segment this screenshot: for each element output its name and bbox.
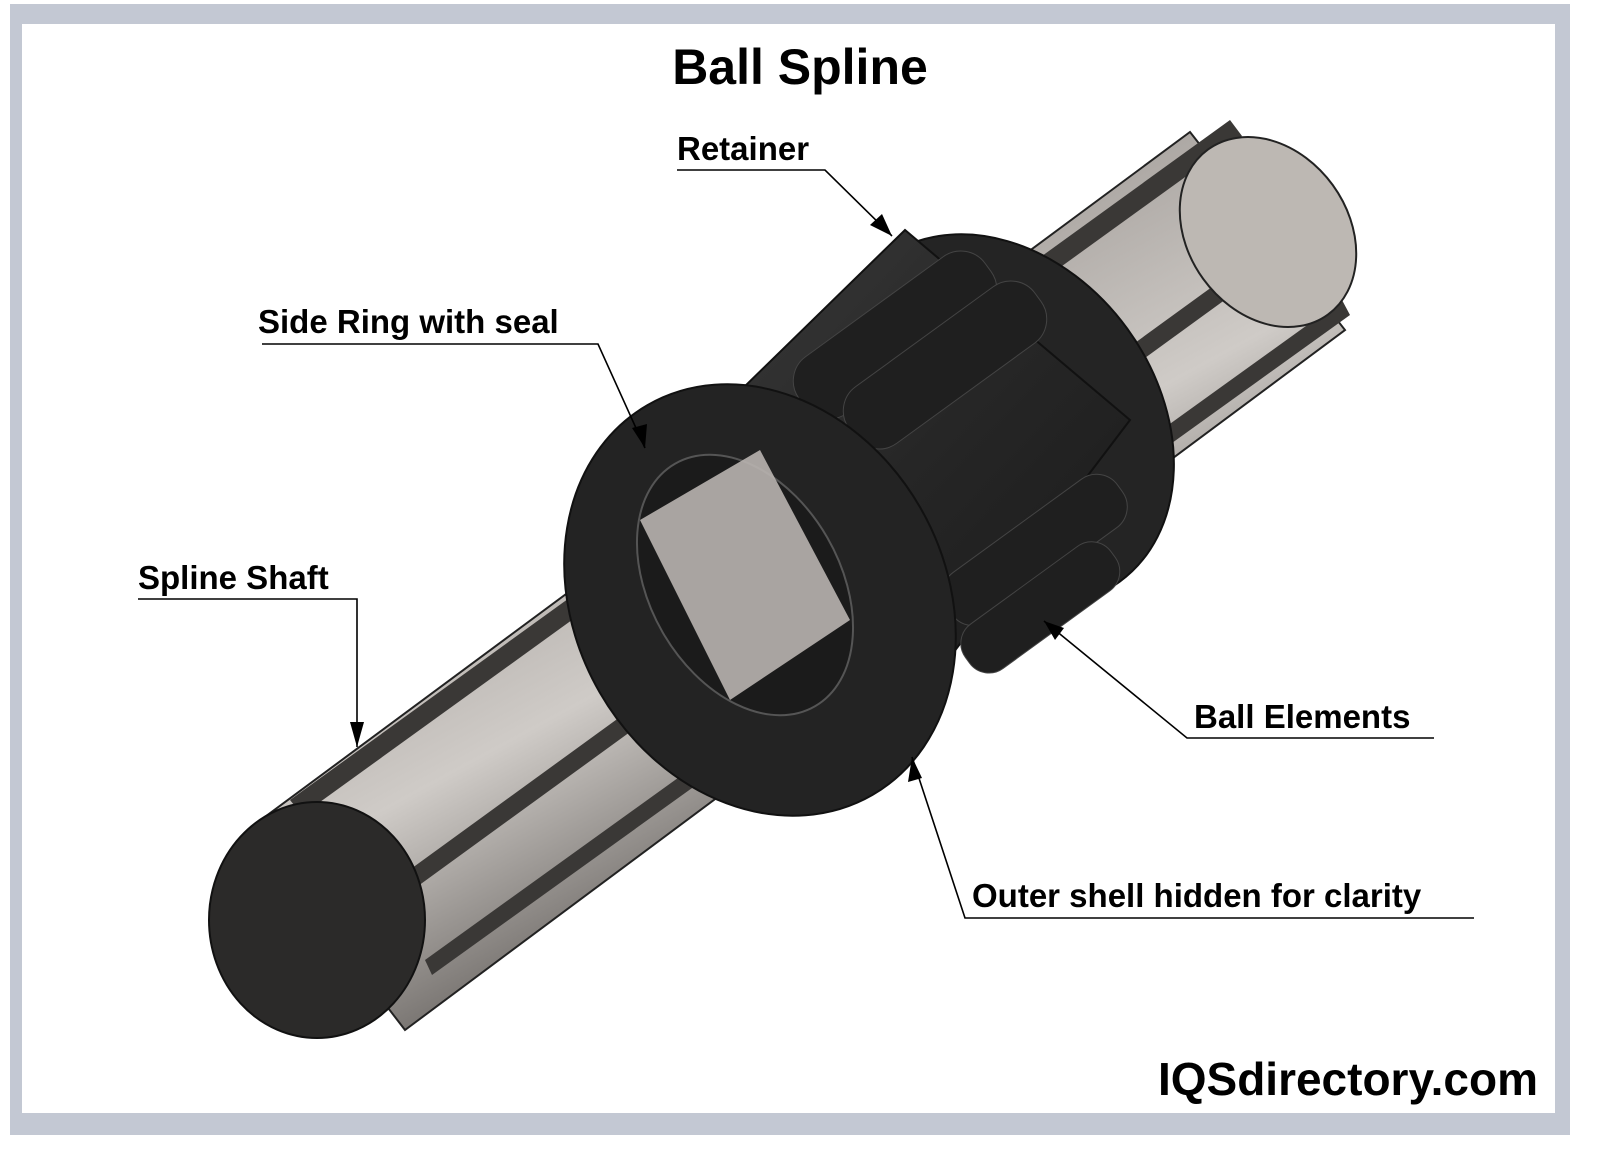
arrowhead-icon	[350, 722, 364, 747]
label-spline-shaft: Spline Shaft	[138, 559, 329, 596]
ball-elements-leader	[1043, 620, 1434, 739]
shaft-far-end	[1178, 136, 1358, 328]
spline-shaft-leader	[138, 598, 358, 747]
diagram-title: Ball Spline	[672, 39, 928, 95]
label-outer-shell: Outer shell hidden for clarity	[972, 877, 1422, 914]
leader-lines	[138, 169, 1474, 919]
arrowhead-icon	[632, 424, 647, 448]
brand-watermark: IQSdirectory.com	[1157, 1053, 1538, 1105]
label-ball-elements: Ball Elements	[1194, 698, 1411, 735]
side-ring-leader	[262, 343, 646, 449]
ball-elements-lower	[942, 473, 1128, 674]
label-retainer: Retainer	[677, 130, 810, 167]
arrowhead-icon	[870, 214, 892, 236]
label-side-ring: Side Ring with seal	[258, 303, 559, 340]
arrowhead-icon	[908, 757, 922, 782]
leader-arrowheads	[350, 214, 1064, 782]
shaft-through-bore	[640, 450, 850, 700]
ball-spline-nut	[563, 228, 1175, 817]
arrowhead-icon	[1044, 621, 1064, 640]
retainer-leader	[677, 169, 893, 237]
shaft-near-end	[208, 801, 426, 1039]
outer-shell-leader	[911, 756, 1474, 919]
